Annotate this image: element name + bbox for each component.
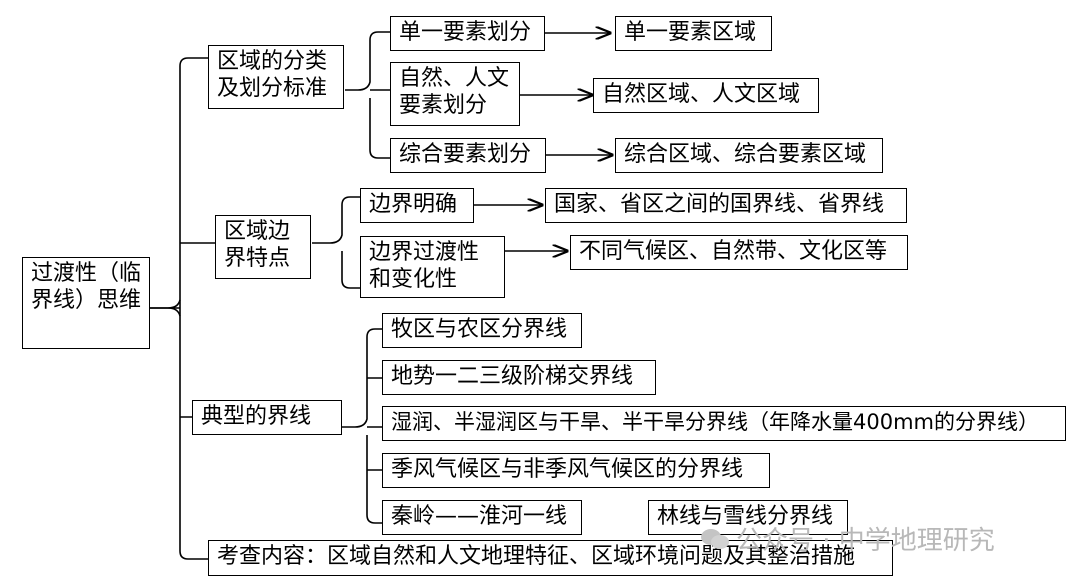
boundary-brace xyxy=(312,196,360,289)
line-humid-arid: 湿润、半湿润区与干旱、半干旱分界线（年降水量400mm的分界线） xyxy=(382,406,1066,441)
method-natural-human: 自然、人文要素划分 xyxy=(390,62,520,126)
line-terrain-steps: 地势一二三级阶梯交界线 xyxy=(382,360,656,395)
result-single: 单一要素区域 xyxy=(615,16,772,51)
typical-node: 典型的界线 xyxy=(192,400,342,435)
classification-node: 区域的分类及划分标准 xyxy=(208,45,344,109)
method-comprehensive: 综合要素划分 xyxy=(390,138,546,173)
feature-clear: 边界明确 xyxy=(360,188,474,223)
feature-transition: 边界过渡性和变化性 xyxy=(360,236,505,298)
example-transition: 不同气候区、自然带、文化区等 xyxy=(570,235,908,270)
line-qinling-huaihe: 秦岭——淮河一线 xyxy=(382,500,582,535)
watermark: 公众号 · 中学地理研究 xyxy=(700,520,995,557)
wechat-icon xyxy=(701,528,729,549)
root-node: 过渡性（临界线）思维 xyxy=(22,257,150,349)
exam-node: 考查内容：区域自然和人文地理特征、区域环境问题及其整治措施 xyxy=(208,540,893,576)
example-clear: 国家、省区之间的国界线、省界线 xyxy=(545,188,907,223)
typical-brace xyxy=(342,328,382,524)
classification-brace xyxy=(345,31,390,159)
line-monsoon: 季风气候区与非季风气候区的分界线 xyxy=(382,453,770,488)
boundary-node: 区域边界特点 xyxy=(215,215,311,279)
watermark-text: 公众号 · 中学地理研究 xyxy=(736,526,995,556)
line-treeline-snowline: 林线与雪线分界线 xyxy=(648,500,848,535)
line-pastoral-farming: 牧区与农区分界线 xyxy=(382,313,582,348)
method-single: 单一要素划分 xyxy=(390,16,545,51)
result-natural-human: 自然区域、人文区域 xyxy=(593,78,819,113)
result-comprehensive: 综合区域、综合要素区域 xyxy=(615,138,883,173)
